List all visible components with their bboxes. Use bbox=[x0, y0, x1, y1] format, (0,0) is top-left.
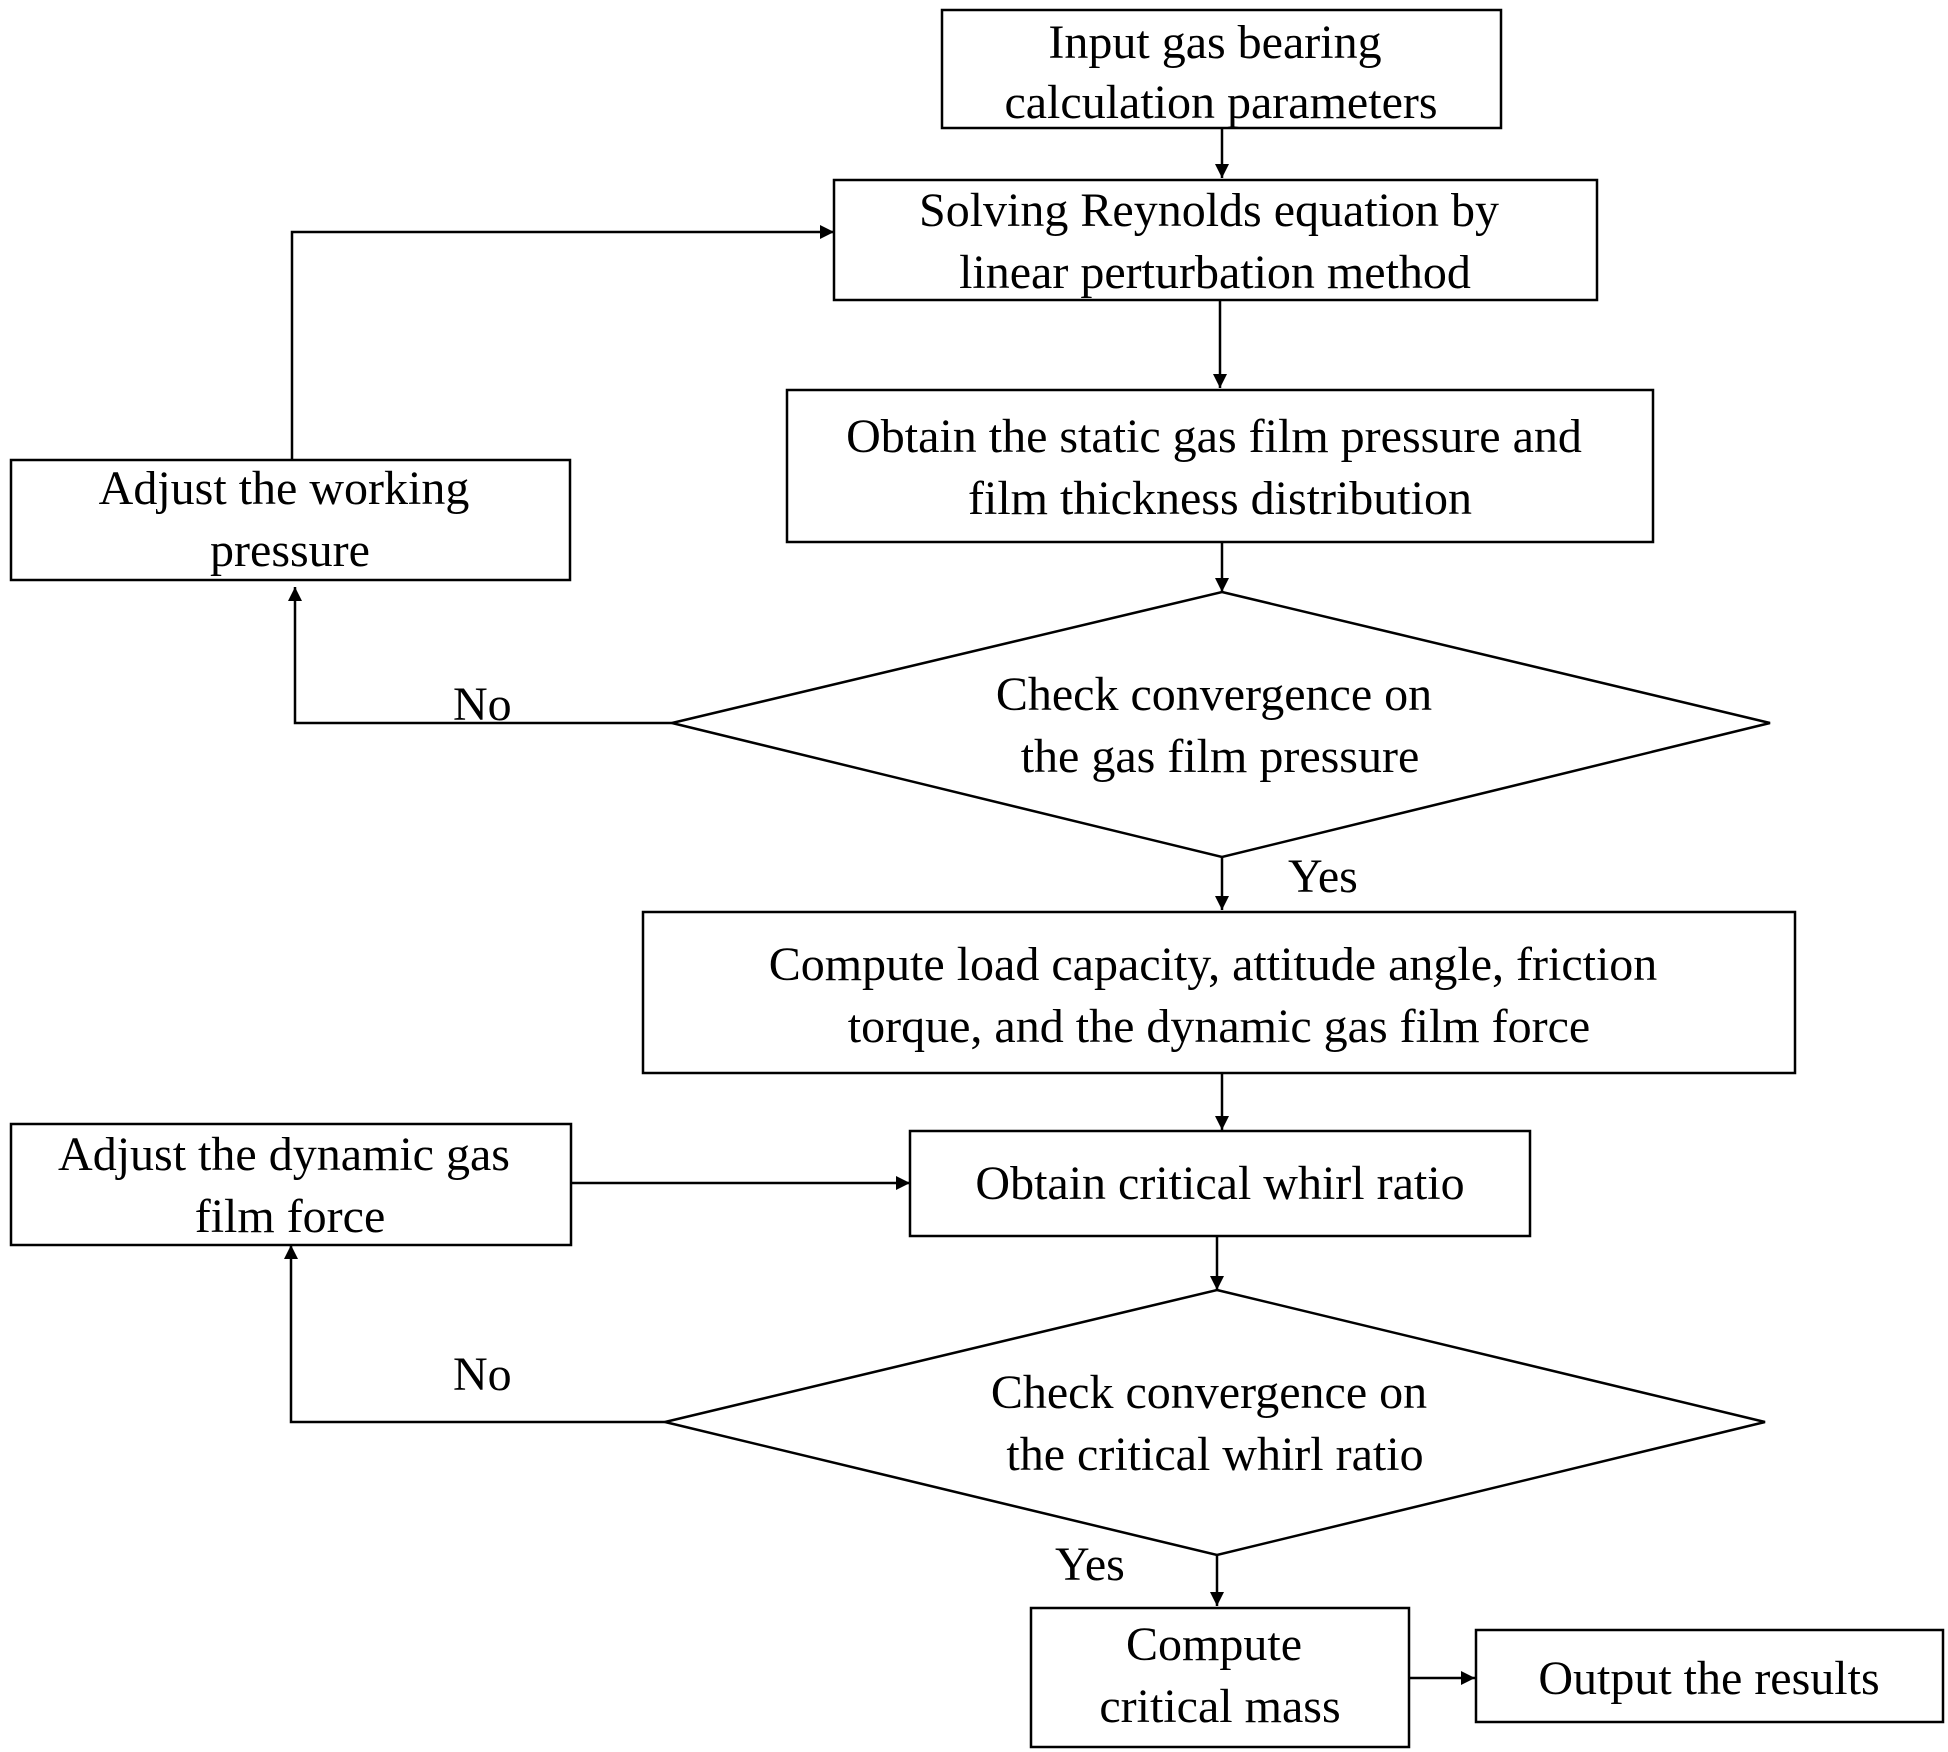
adjust-working-pressure-node: Adjust the working pressure bbox=[9, 458, 572, 582]
input-node: Input gas bearing calculation parameters bbox=[940, 8, 1503, 130]
check-pressure-decision: Check convergence on the gas film pressu… bbox=[671, 590, 1771, 859]
output-node: Output the results bbox=[1474, 1628, 1945, 1724]
connectors bbox=[284, 128, 1475, 1685]
edge-check2-no-to-adjust2 bbox=[284, 1245, 665, 1424]
yes-label-1: Yes bbox=[1288, 850, 1358, 903]
no-label-1: No bbox=[453, 678, 512, 731]
edge-adjust1-to-solve bbox=[290, 225, 834, 460]
adjust-dynamic-force-node-text: Adjust the dynamic gas film force bbox=[58, 1128, 522, 1243]
compute-load-node-text: Compute load capacity, attitude angle, f… bbox=[769, 938, 1670, 1053]
critical-mass-node: Compute critical mass bbox=[1029, 1606, 1411, 1749]
solve-reynolds-node: Solving Reynolds equation by linear pert… bbox=[832, 178, 1599, 302]
adjust-dynamic-force-node: Adjust the dynamic gas film force bbox=[9, 1122, 573, 1247]
edge-check1-no-to-adjust1 bbox=[288, 587, 672, 725]
critical-whirl-node: Obtain critical whirl ratio bbox=[908, 1129, 1532, 1238]
solve-reynolds-node-text: Solving Reynolds equation by linear pert… bbox=[919, 184, 1511, 299]
no-label-2: No bbox=[453, 1348, 512, 1401]
critical-mass-node-text: Compute critical mass bbox=[1099, 1618, 1340, 1733]
output-node-text: Output the results bbox=[1538, 1652, 1879, 1705]
check-whirl-decision: Check convergence on the critical whirl … bbox=[664, 1288, 1766, 1557]
critical-whirl-node-text: Obtain critical whirl ratio bbox=[975, 1157, 1464, 1210]
adjust-working-pressure-node-text: Adjust the working pressure bbox=[99, 462, 482, 577]
compute-load-node: Compute load capacity, attitude angle, f… bbox=[641, 910, 1797, 1075]
input-node-text: Input gas bearing calculation parameters bbox=[1004, 16, 1437, 129]
yes-label-2: Yes bbox=[1055, 1538, 1125, 1591]
check-pressure-decision-text: Check convergence on the gas film pressu… bbox=[996, 668, 1444, 783]
static-pressure-node: Obtain the static gas film pressure and … bbox=[785, 388, 1655, 544]
static-pressure-node-text: Obtain the static gas film pressure and … bbox=[846, 410, 1594, 525]
check-whirl-decision-text: Check convergence on the critical whirl … bbox=[991, 1366, 1439, 1481]
